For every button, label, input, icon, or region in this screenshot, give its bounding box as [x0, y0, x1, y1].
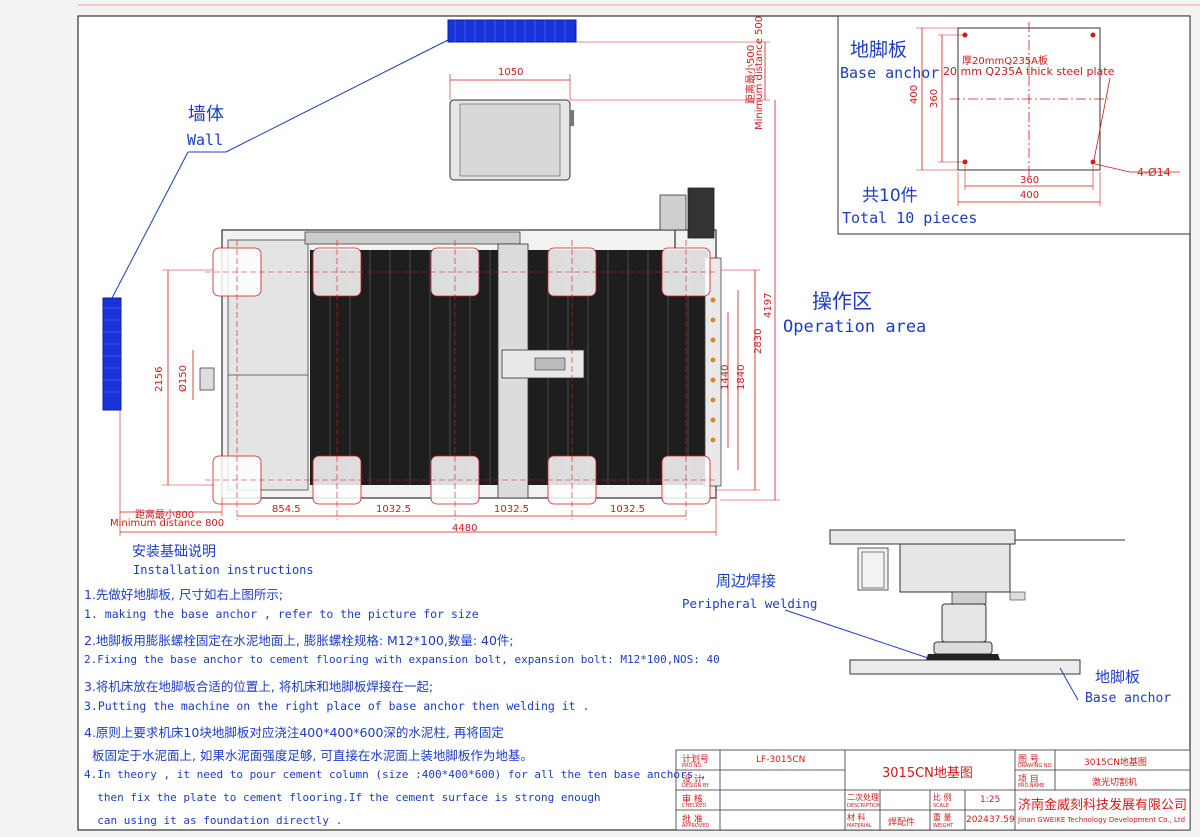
tb-pro-name: 激光切割机 [1092, 778, 1138, 788]
instruction-line: 3.Putting the machine on the right place… [84, 699, 590, 713]
tb-material: 焊配件 [888, 818, 916, 828]
tb-drawing-no-en: DRAWING NO. [1018, 763, 1053, 769]
title-block [675, 749, 1191, 831]
tb-approve-cn: 批 准 [682, 815, 703, 825]
hole-spec: 4-Ø14 [1137, 166, 1171, 179]
dim-1840: 1840 [736, 364, 747, 390]
min-dist-left-cn: 距离最小800 [135, 510, 195, 521]
total-label-en: Total 10 pieces [842, 209, 978, 227]
plate-dim-400-h: 400 [909, 84, 920, 104]
instruction-line: 1. making the base anchor , refer to the… [84, 607, 479, 621]
tb-pro-name-cn: 项 目 [1018, 775, 1039, 785]
anchor-label-cn: 地脚板 [850, 39, 908, 61]
wall-block-top [447, 19, 577, 43]
chiller-unit [449, 99, 574, 181]
min-dist-left-en: Minimum distance 800 [110, 518, 225, 529]
total-label-cn: 共10件 [862, 186, 918, 206]
wall-label-cn: 墙体 [188, 104, 224, 125]
tb-weight-en: WEIGHT [933, 823, 954, 829]
tb-design-en: DESIGN BY [682, 783, 710, 789]
tb-plan-no: LF-3015CN [756, 755, 806, 765]
instruction-line: 2.地脚板用膨胀螺栓固定在水泥地面上, 膨胀螺栓规格: M12*100,数量: … [84, 633, 514, 648]
welding-detail [829, 529, 1125, 675]
anchor2-label-en: Base anchor [1085, 691, 1172, 706]
instructions-title-en: Installation instructions [133, 563, 314, 577]
dim-seg2: 1032.5 [376, 504, 411, 515]
dim-1050: 1050 [498, 67, 524, 78]
operation-label-en: Operation area [783, 317, 927, 337]
plate-dim-360-h: 360 [929, 88, 940, 108]
tb-weight-cn: 重 量 [933, 813, 952, 822]
tb-design-cn: 设 计 [682, 775, 703, 785]
weld-label-en: Peripheral welding [682, 596, 818, 611]
laser-machine [199, 187, 722, 499]
anchor-spec-en: 20 mm Q235A thick steel plate [943, 65, 1115, 78]
instruction-line: can using it as foundation directly . [84, 814, 343, 827]
dim-4480: 4480 [452, 523, 478, 534]
tb-company-cn: 济南金威刻科技发展有限公司 [1018, 798, 1188, 813]
dim-seg4: 1032.5 [610, 504, 645, 515]
tb-drawing-no-cn: 图 号 [1018, 755, 1039, 765]
wall-block-left [102, 297, 122, 411]
min-dist-top-en: Minimum distance 500 [754, 15, 765, 130]
instruction-line: then fix the plate to cement flooring.If… [84, 791, 601, 804]
dim-2830: 2830 [753, 328, 764, 354]
instructions-list: 1.先做好地脚板, 尺寸如右上图所示; 1. making the base a… [84, 584, 720, 837]
tb-pro-name-en: PRO.NAME [1018, 783, 1045, 789]
tb-desc-cn: 二次处理 [847, 793, 879, 802]
tb-check-en: CHECKED [682, 803, 707, 809]
plate-dim-400-w: 400 [1020, 190, 1040, 201]
tb-scale: 1:25 [980, 795, 1001, 805]
dim-seg1: 854.5 [272, 504, 301, 515]
wall-label-en: Wall [187, 131, 224, 149]
anchor-plate-detail [916, 22, 1180, 206]
tb-scale-cn: 比 例 [933, 793, 952, 802]
plate-dim-360-w: 360 [1020, 175, 1040, 186]
dim-4197: 4197 [763, 292, 774, 318]
instruction-line: 4.In theory , it need to pour cement col… [84, 768, 707, 781]
tb-desc-en: DESCRIPTION [847, 803, 881, 809]
tb-drawing-no: 3015CN地基图 [1084, 758, 1147, 768]
tb-weight: 202437.59 [966, 815, 1015, 825]
instruction-line: 4.原则上要求机床10块地脚板对应浇注400*400*600深的水泥柱, 再将固… [84, 725, 504, 740]
tb-check-cn: 审 核 [682, 795, 703, 805]
tb-approve-en: APPROVED [682, 823, 710, 829]
anchor-spec-cn: 厚20mmQ235A板 [962, 56, 1049, 67]
weld-label-cn: 周边焊接 [716, 572, 777, 590]
tb-company-en: Jinan GWEIKE Technology Development Co.,… [1018, 816, 1186, 824]
tb-plan-no-cn: 计划号 [682, 755, 710, 765]
tb-material-cn: 材 料 [847, 813, 866, 822]
operation-label-cn: 操作区 [812, 289, 872, 313]
dim-2156: 2156 [154, 366, 165, 392]
dim-seg3: 1032.5 [494, 504, 529, 515]
anchor2-label-cn: 地脚板 [1095, 668, 1141, 686]
instructions-title-cn: 安装基础说明 [132, 544, 216, 560]
dim-1440: 1440 [720, 364, 731, 390]
tb-scale-en: SCALE [933, 803, 950, 809]
dim-pipe: Ø150 [178, 365, 189, 392]
tb-plan-no-en: PRO.NO. [682, 763, 703, 769]
tb-material-en: MATERIAL [847, 823, 872, 829]
instruction-line: 板固定于水泥面上, 如果水泥面强度足够, 可直接在水泥面上装地脚板作为地基。 [84, 748, 533, 763]
tb-drawing-title: 3015CN地基图 [882, 766, 973, 781]
instruction-line: 3.将机床放在地脚板合适的位置上, 将机床和地脚板焊接在一起; [84, 679, 434, 694]
instruction-line: 2.Fixing the base anchor to cement floor… [84, 653, 720, 666]
instruction-line: 1.先做好地脚板, 尺寸如右上图所示; [84, 587, 284, 602]
anchor-label-en: Base anchor [840, 64, 940, 82]
